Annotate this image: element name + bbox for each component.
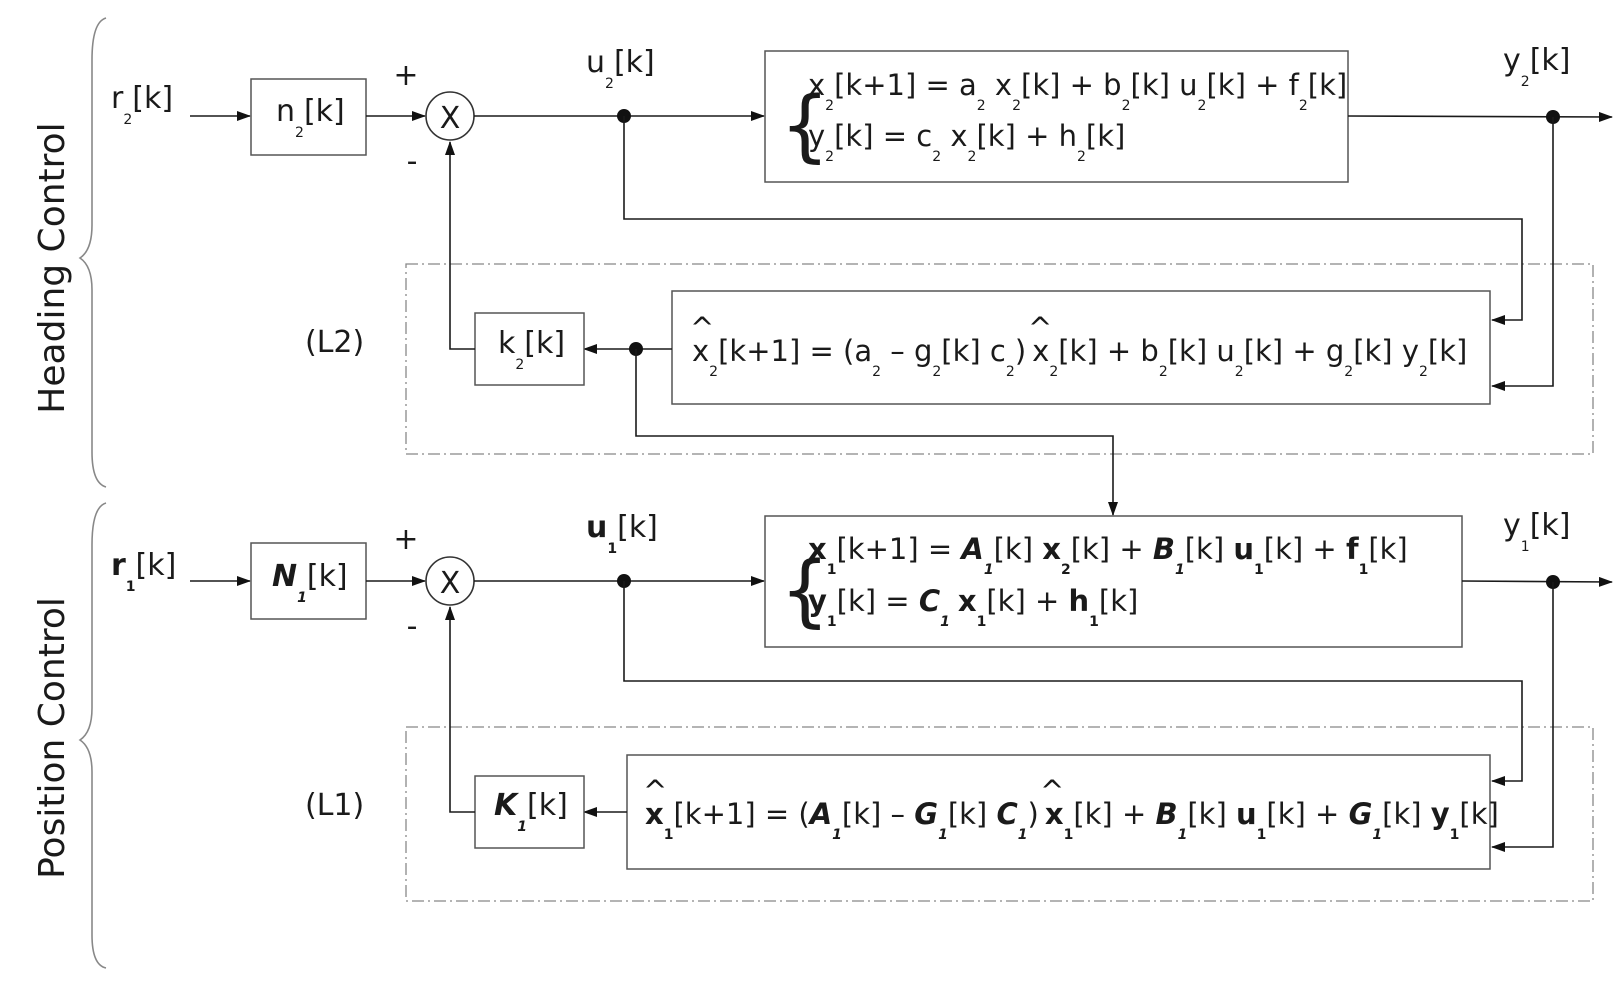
signal-u1: u1[k] xyxy=(586,510,658,557)
wire-xhat2-to-plant1 xyxy=(635,349,1118,516)
sum2-plus: + xyxy=(393,58,418,93)
wire-y2-out xyxy=(1347,111,1613,122)
loop-label-l2: (L2) xyxy=(305,325,364,360)
observer2-hat-2: ^ xyxy=(1028,311,1052,345)
plant1-brace: { xyxy=(780,546,830,636)
plant2-state-eq: x2[k+1] = a2 x2[k] + b2[k] u2[k] + f2[k] xyxy=(808,68,1347,114)
sum2-minus: - xyxy=(407,144,418,179)
observer2-hat-1: ^ xyxy=(690,311,714,345)
observer1-box xyxy=(626,754,1491,870)
plant2-output-eq: y2[k] = c2 x2[k] + h2[k] xyxy=(808,119,1125,165)
block-K1 xyxy=(474,775,585,849)
wire-u1-to-observer1 xyxy=(623,581,1523,786)
wire-u2-to-observer2 xyxy=(623,116,1523,325)
signal-u2: u2[k] xyxy=(586,45,655,92)
block-N1 xyxy=(250,542,367,620)
sum1-minus: - xyxy=(407,609,418,644)
position-control-label: Position Control xyxy=(32,597,73,879)
wire-y1-out xyxy=(1461,576,1613,587)
wire-y2-to-observer2 xyxy=(1491,117,1554,391)
observer1-eq: x1[k+1] = (A1[k] – G1[k] C1)x1[k] + B1[k… xyxy=(645,797,1499,843)
observer2-eq: x2[k+1] = (a2 – g2[k] c2)x2[k] + b2[k] u… xyxy=(692,334,1467,380)
observer1-hat-1: ^ xyxy=(643,774,667,808)
block-n2-label: n2[k] xyxy=(276,94,345,141)
observer-region-l2 xyxy=(405,263,1594,455)
observer-region-l1 xyxy=(405,726,1594,902)
plant1-output-eq: y1[k] = C1x1[k] + h1[k] xyxy=(808,584,1138,630)
plant2-brace: { xyxy=(780,81,830,171)
signal-r1: r1[k] xyxy=(111,548,176,595)
heading-brace xyxy=(78,17,107,488)
block-n2 xyxy=(250,78,367,156)
loop-label-l1: (L1) xyxy=(305,788,364,823)
block-N1-label: N1[k] xyxy=(272,559,348,606)
sum1-symbol: X xyxy=(440,566,461,601)
observer1-hat-2: ^ xyxy=(1040,774,1064,808)
plant1-box xyxy=(764,515,1463,648)
plant2-box xyxy=(764,50,1349,183)
plant1-state-eq: x1[k+1] = A1[k] x2[k] + B1[k] u1[k] + f1… xyxy=(808,532,1408,578)
sum2-symbol: X xyxy=(440,101,461,136)
wire-y1-to-observer1 xyxy=(1491,582,1554,852)
wire-k2-to-sum2 xyxy=(445,141,475,350)
block-K1-label: K1[k] xyxy=(494,788,568,835)
heading-control-label: Heading Control xyxy=(32,122,73,413)
signal-r2: r2[k] xyxy=(111,81,173,128)
sum1-plus: + xyxy=(393,522,418,557)
wire-K1-to-sum1 xyxy=(445,606,475,813)
position-brace xyxy=(78,502,107,969)
signal-y1: y1[k] xyxy=(1503,508,1570,555)
observer2-box xyxy=(671,290,1491,405)
block-k2-label: k2[k] xyxy=(498,326,565,373)
signal-y2: y2[k] xyxy=(1503,43,1570,90)
